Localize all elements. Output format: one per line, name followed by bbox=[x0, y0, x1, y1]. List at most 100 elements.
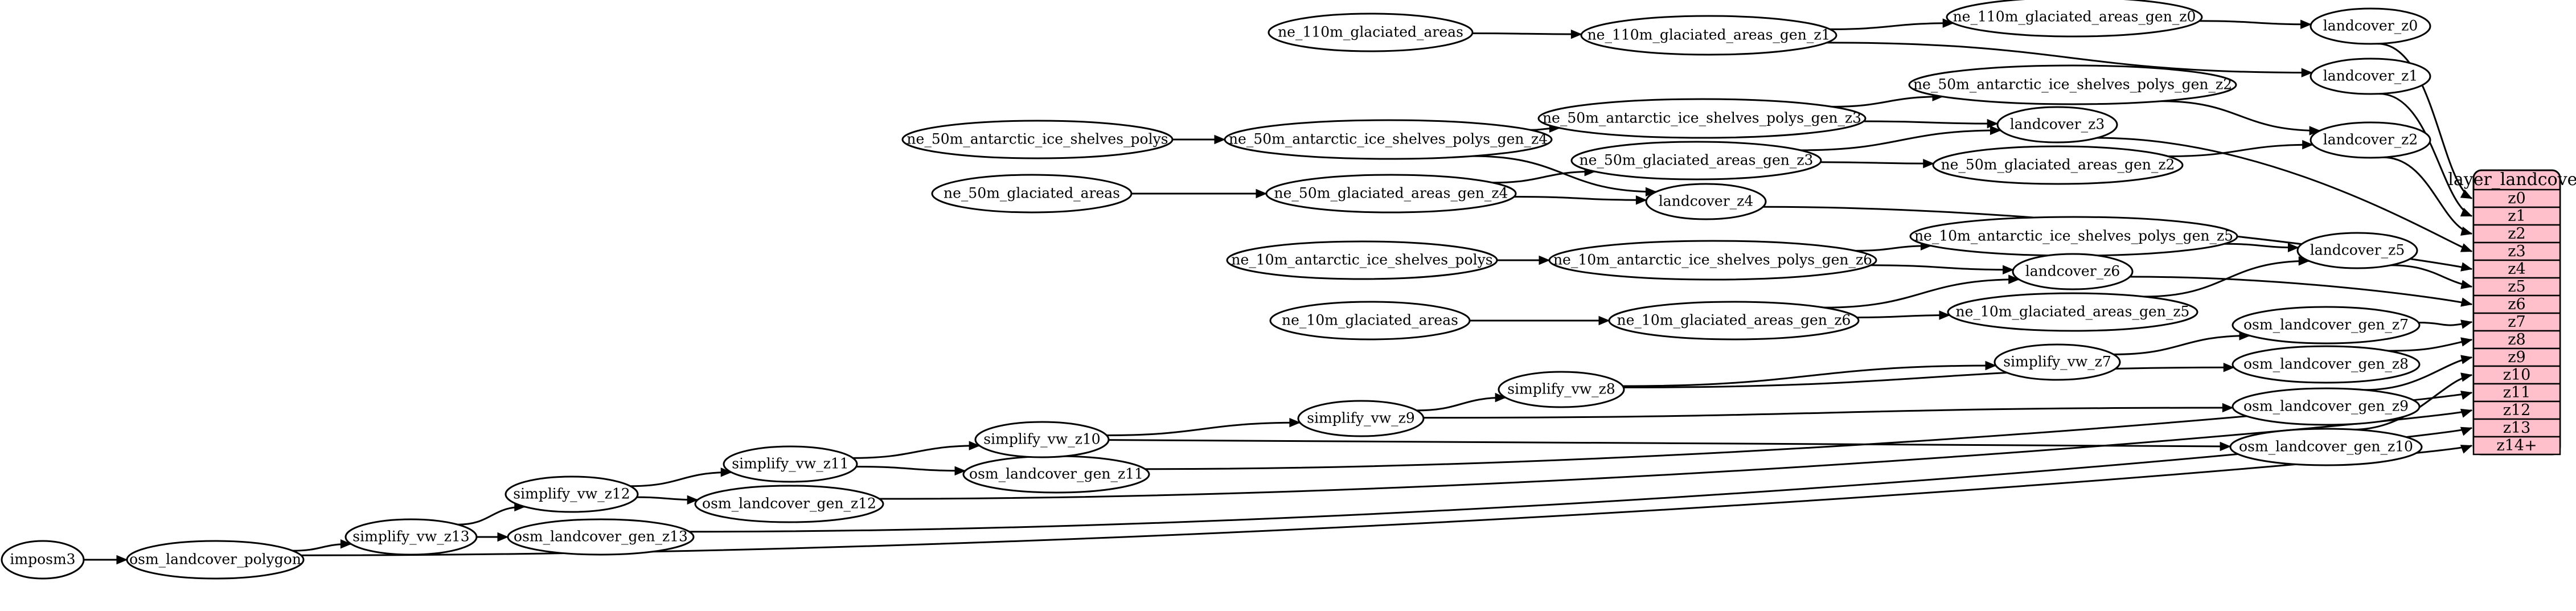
node-label: landcover_z3 bbox=[2010, 116, 2105, 133]
graph-node-osm_landcover_gen_z8[interactable]: osm_landcover_gen_z8 bbox=[2232, 345, 2421, 384]
edge-arrowhead bbox=[2460, 391, 2473, 400]
layer-landcover-row-z14+[interactable] bbox=[2472, 436, 2561, 456]
node-label: osm_landcover_polygon bbox=[129, 551, 301, 568]
node-ellipse bbox=[2310, 121, 2431, 159]
edge-arrowhead bbox=[954, 466, 966, 476]
graph-node-landcover_z3[interactable]: landcover_z3 bbox=[1996, 106, 2118, 143]
edge-arrowhead bbox=[2460, 445, 2473, 454]
edge-arrowhead bbox=[1214, 134, 1226, 145]
graph-node-osm_landcover_gen_z9[interactable]: osm_landcover_gen_z9 bbox=[2232, 387, 2421, 426]
edge-landcover_z5-to-layer_landcover-z5 bbox=[2390, 264, 2472, 288]
graph-node-simplify_vw_z12[interactable]: simplify_vw_z12 bbox=[504, 475, 639, 513]
edge-arrowhead bbox=[1990, 125, 2001, 136]
node-label: osm_landcover_gen_z8 bbox=[2243, 356, 2409, 372]
graph-node-ne_50m_antarctic_ice_shelves_polys_gen_z3[interactable]: ne_50m_antarctic_ice_shelves_polys_gen_z… bbox=[1537, 98, 1867, 139]
graph-node-simplify_vw_z9[interactable]: simplify_vw_z9 bbox=[1297, 400, 1425, 437]
edge-arrowhead bbox=[2460, 262, 2473, 272]
graph-node-imposm3[interactable]: imposm3 bbox=[1, 540, 85, 580]
node-label: ne_10m_glaciated_areas_gen_z5 bbox=[1956, 304, 2190, 320]
edge-arrowhead bbox=[1987, 118, 1999, 129]
edge-arrowhead bbox=[2460, 355, 2473, 364]
graph-node-ne_10m_antarctic_ice_shelves_polys[interactable]: ne_10m_antarctic_ice_shelves_polys bbox=[1226, 240, 1498, 280]
layer-landcover-row-z11[interactable] bbox=[2472, 383, 2561, 403]
edge-landcover_z2-to-layer_landcover-z2 bbox=[2383, 156, 2472, 235]
layer-landcover-row-z9[interactable] bbox=[2472, 347, 2561, 367]
edge-arrowhead bbox=[2460, 337, 2473, 347]
graph-node-osm_landcover_gen_z12[interactable]: osm_landcover_gen_z12 bbox=[694, 485, 884, 523]
graph-node-ne_110m_glaciated_areas_gen_z0[interactable]: ne_110m_glaciated_areas_gen_z0 bbox=[1946, 0, 2203, 38]
graph-node-landcover_z2[interactable]: landcover_z2 bbox=[2310, 121, 2431, 159]
edge-landcover_z3-to-layer_landcover-z3 bbox=[2097, 137, 2472, 252]
edge-arrowhead bbox=[2302, 140, 2314, 150]
graph-node-osm_landcover_gen_z10[interactable]: osm_landcover_gen_z10 bbox=[2229, 428, 2423, 466]
layer-landcover-row-label: z9 bbox=[2508, 348, 2525, 366]
graph-node-ne_10m_antarctic_ice_shelves_polys_gen_z5[interactable]: ne_10m_antarctic_ice_shelves_polys_gen_z… bbox=[1909, 216, 2238, 257]
graph-node-ne_50m_glaciated_areas_gen_z3[interactable]: ne_50m_glaciated_areas_gen_z3 bbox=[1570, 141, 1822, 181]
graph-node-simplify_vw_z8[interactable]: simplify_vw_z8 bbox=[1498, 371, 1625, 408]
edge-arrowhead bbox=[720, 468, 732, 477]
graph-node-ne_10m_glaciated_areas[interactable]: ne_10m_glaciated_areas bbox=[1269, 301, 1471, 341]
graph-node-osm_landcover_polygon[interactable]: osm_landcover_polygon bbox=[126, 540, 305, 580]
layer-landcover-row-z7[interactable] bbox=[2472, 312, 2561, 332]
graph-node-osm_landcover_gen_z13[interactable]: osm_landcover_gen_z13 bbox=[507, 518, 695, 556]
graph-node-simplify_vw_z7[interactable]: simplify_vw_z7 bbox=[1993, 343, 2121, 381]
graph-node-landcover_z0[interactable]: landcover_z0 bbox=[2310, 7, 2431, 45]
graph-node-simplify_vw_z11[interactable]: simplify_vw_z11 bbox=[723, 445, 858, 483]
node-label: landcover_z5 bbox=[2310, 242, 2405, 259]
graph-node-landcover_z5[interactable]: landcover_z5 bbox=[2296, 232, 2418, 269]
node-label: osm_landcover_gen_z9 bbox=[2243, 398, 2409, 415]
layer-landcover-row-z12[interactable] bbox=[2472, 400, 2561, 420]
node-label: ne_10m_glaciated_areas_gen_z6 bbox=[1617, 312, 1851, 329]
edge-simplify_vw_z11-to-simplify_vw_z10 bbox=[852, 445, 980, 459]
node-ellipse bbox=[1548, 240, 1877, 281]
node-label: osm_landcover_gen_z12 bbox=[702, 495, 876, 512]
layer-landcover-row-z3[interactable] bbox=[2472, 241, 2561, 261]
graph-node-ne_10m_glaciated_areas_gen_z5[interactable]: ne_10m_glaciated_areas_gen_z5 bbox=[1947, 292, 2198, 332]
layer-landcover-row-z0[interactable] bbox=[2472, 188, 2561, 208]
layer-landcover-table: layer_landcoverz0z1z2z3z4z5z6z7z8z9z10z1… bbox=[2448, 169, 2576, 456]
edge-simplify_vw_z7-to-osm_landcover_gen_z7 bbox=[2113, 334, 2250, 355]
graph-node-ne_10m_antarctic_ice_shelves_polys_gen_z6[interactable]: ne_10m_antarctic_ice_shelves_polys_gen_z… bbox=[1548, 240, 1877, 281]
graph-node-ne_110m_glaciated_areas_gen_z1[interactable]: ne_110m_glaciated_areas_gen_z1 bbox=[1580, 15, 1837, 56]
edge-osm_landcover_gen_z8-to-layer_landcover-z8 bbox=[2388, 339, 2472, 352]
layer-landcover-row-label: z10 bbox=[2503, 366, 2531, 384]
node-label: simplify_vw_z8 bbox=[1507, 381, 1615, 397]
node-label: landcover_z1 bbox=[2323, 68, 2418, 84]
node-ellipse bbox=[2229, 428, 2423, 466]
graph-node-simplify_vw_z10[interactable]: simplify_vw_z10 bbox=[974, 421, 1110, 458]
edge-ne_10m_glaciated_areas_gen_z5-to-landcover_z5 bbox=[2144, 260, 2310, 298]
node-ellipse bbox=[504, 475, 639, 513]
node-label: simplify_vw_z13 bbox=[352, 528, 469, 545]
graph-node-ne_50m_antarctic_ice_shelves_polys_gen_z4[interactable]: ne_50m_antarctic_ice_shelves_polys_gen_z… bbox=[1224, 119, 1553, 160]
node-label: osm_landcover_gen_z7 bbox=[2243, 317, 2409, 333]
graph-node-ne_50m_antarctic_ice_shelves_polys_gen_z2[interactable]: ne_50m_antarctic_ice_shelves_polys_gen_z… bbox=[1908, 64, 2237, 105]
edge-arrowhead bbox=[2460, 372, 2473, 382]
graph-node-osm_landcover_gen_z11[interactable]: osm_landcover_gen_z11 bbox=[962, 455, 1150, 494]
node-ellipse bbox=[974, 421, 1110, 458]
graph-node-ne_110m_glaciated_areas[interactable]: ne_110m_glaciated_areas bbox=[1268, 13, 1474, 52]
graph-node-simplify_vw_z13[interactable]: simplify_vw_z13 bbox=[344, 518, 478, 556]
graph-node-landcover_z1[interactable]: landcover_z1 bbox=[2310, 58, 2431, 95]
graph-node-osm_landcover_gen_z7[interactable]: osm_landcover_gen_z7 bbox=[2232, 306, 2421, 345]
nodes-layer: imposm3 osm_landcover_polygon simplify_vw_… bbox=[1, 0, 2431, 580]
graph-node-ne_50m_glaciated_areas_gen_z4[interactable]: ne_50m_glaciated_areas_gen_z4 bbox=[1265, 174, 1517, 214]
layer-landcover-row-z5[interactable] bbox=[2472, 277, 2561, 297]
edge-arrowhead bbox=[497, 532, 509, 542]
graph-node-ne_50m_glaciated_areas_gen_z2[interactable]: ne_50m_glaciated_areas_gen_z2 bbox=[1932, 145, 2184, 185]
node-label: ne_10m_antarctic_ice_shelves_polys bbox=[1231, 252, 1492, 268]
graph-node-ne_10m_glaciated_areas_gen_z6[interactable]: ne_10m_glaciated_areas_gen_z6 bbox=[1608, 301, 1860, 341]
edge-arrowhead bbox=[687, 495, 699, 505]
layer-landcover-row-z2[interactable] bbox=[2472, 224, 2561, 244]
node-label: ne_50m_glaciated_areas_gen_z2 bbox=[1941, 157, 2175, 173]
layer-landcover-row-z8[interactable] bbox=[2472, 330, 2561, 350]
edge-landcover_z6-to-layer_landcover-z6 bbox=[2130, 276, 2472, 305]
layer-landcover-row-z6[interactable] bbox=[2472, 294, 2561, 314]
node-label: osm_landcover_gen_z10 bbox=[2239, 438, 2413, 455]
node-ellipse bbox=[1226, 240, 1498, 280]
graph-node-ne_50m_glaciated_areas[interactable]: ne_50m_glaciated_areas bbox=[931, 174, 1133, 214]
edges-layer bbox=[84, 18, 2473, 565]
graph-node-landcover_z4[interactable]: landcover_z4 bbox=[1645, 183, 1767, 220]
layer-landcover-row-z10[interactable] bbox=[2472, 365, 2561, 385]
graph-node-ne_50m_antarctic_ice_shelves_polys[interactable]: ne_50m_antarctic_ice_shelves_polys bbox=[901, 120, 1174, 159]
graph-node-landcover_z6[interactable]: landcover_z6 bbox=[2012, 253, 2134, 290]
